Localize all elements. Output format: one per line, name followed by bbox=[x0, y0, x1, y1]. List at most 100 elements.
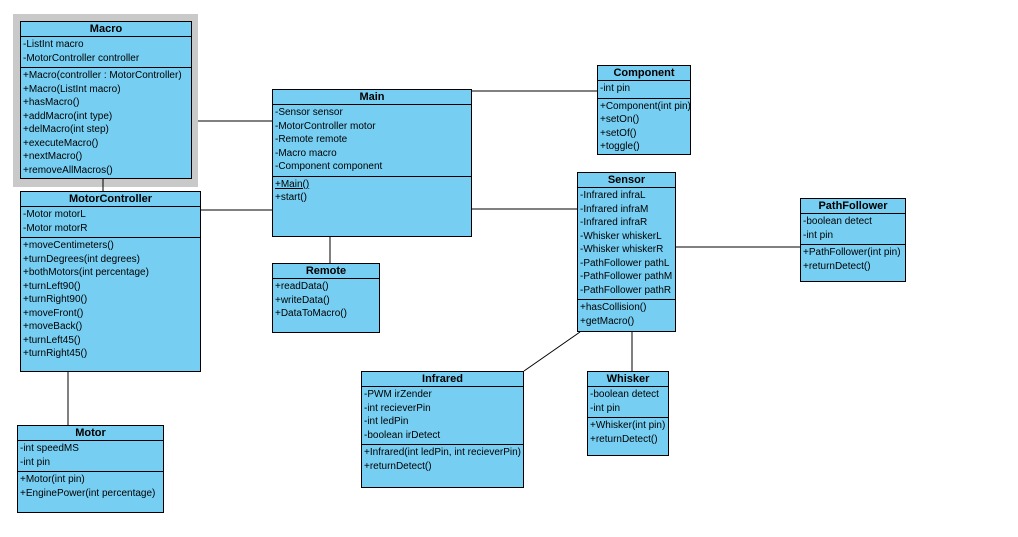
member-row: +Component(int pin) bbox=[600, 100, 691, 112]
member-row: -boolean irDetect bbox=[364, 429, 441, 441]
member-row: -MotorController motor bbox=[275, 120, 376, 132]
member-row: +turnRight45() bbox=[23, 348, 88, 359]
member-row: +turnRight90() bbox=[23, 294, 88, 305]
member-row: -boolean detect bbox=[590, 389, 659, 400]
member-row: +moveCentimeters() bbox=[23, 240, 114, 251]
class-title: Remote bbox=[273, 264, 379, 279]
member-row: +Motor(int pin) bbox=[20, 474, 85, 485]
member-row: +Macro(controller : MotorController) bbox=[23, 70, 182, 81]
member-row: -Sensor sensor bbox=[275, 107, 343, 118]
class-attributes: -Sensor sensor -MotorController motor -Rem… bbox=[273, 105, 471, 177]
class-box-macro[interactable]: Macro -ListInt macro-MotorController con… bbox=[20, 21, 192, 179]
member-row: -Component component bbox=[275, 161, 383, 172]
member-row: -MotorController controller bbox=[23, 52, 140, 64]
class-methods: +Component(int pin)+setOn()+setOf()+togg… bbox=[598, 99, 691, 156]
member-row: +readData() bbox=[275, 281, 329, 292]
member-row: -int pin bbox=[20, 456, 51, 468]
class-box-component[interactable]: Component -int pin +Component(int pin) +s… bbox=[597, 65, 691, 155]
member-row: +getMacro() bbox=[580, 315, 635, 327]
member-row: +Infrared(int ledPin, int recieverPin) bbox=[364, 447, 522, 458]
member-row: -int pin bbox=[803, 229, 834, 241]
class-box-main[interactable]: Main -Sensor sensor -MotorController moto… bbox=[272, 89, 472, 237]
class-title: Component bbox=[598, 66, 690, 81]
member-row: +hasCollision() bbox=[580, 302, 647, 313]
member-row: +DataToMacro() bbox=[275, 308, 347, 319]
class-box-remote[interactable]: Remote +readData() +writeData() +DataToMac… bbox=[272, 263, 380, 333]
member-row: -boolean detect bbox=[803, 216, 872, 227]
class-box-sensor[interactable]: Sensor -Infrared infraL-Infrared infraM-… bbox=[577, 172, 676, 332]
class-title: PathFollower bbox=[801, 199, 905, 214]
member-row: +turnLeft90() bbox=[23, 280, 81, 292]
member-row: -Remote remote bbox=[275, 134, 348, 145]
member-row: +delMacro(int step) bbox=[23, 124, 109, 135]
member-row: -PathFollower pathL bbox=[580, 257, 670, 269]
member-row: +moveFront() bbox=[23, 307, 84, 319]
member-row: -Macro macro bbox=[275, 147, 337, 159]
member-row: -Motor motorL bbox=[23, 209, 86, 220]
class-attributes: -int speedMS -int pin bbox=[18, 441, 163, 472]
class-methods: +Macro(controller : MotorController) +Mac… bbox=[21, 68, 191, 179]
class-title: Whisker bbox=[588, 372, 668, 387]
member-row: -Infrared infraL bbox=[580, 190, 646, 201]
member-row: -int pin bbox=[590, 402, 621, 414]
member-row: +EnginePower(int percentage) bbox=[20, 487, 156, 499]
class-attributes: -Infrared infraL -Infrared infraM -Infrare… bbox=[578, 188, 675, 300]
member-row: +Macro(ListInt macro) bbox=[23, 83, 121, 95]
class-title: Motor bbox=[18, 426, 163, 441]
member-row: +turnLeft45() bbox=[23, 334, 81, 346]
member-row: -ListInt macro bbox=[23, 39, 84, 50]
member-row: +PathFollower(int pin) bbox=[803, 247, 901, 258]
class-attributes: -Motor motorL -Motor motorR bbox=[21, 207, 200, 238]
connector-sensor-infrared[interactable] bbox=[523, 331, 581, 372]
class-box-pathfollower[interactable]: PathFollower -boolean detect -int pin +Pa… bbox=[800, 198, 906, 282]
member-row: -PathFollower pathM bbox=[580, 271, 673, 282]
class-methods: +hasCollision() +getMacro() bbox=[578, 300, 675, 331]
class-attributes: -boolean detect -int pin bbox=[801, 214, 905, 245]
class-box-motorcontroller[interactable]: MotorController -Motor motorL-Motor moto… bbox=[20, 191, 201, 372]
class-box-infrared[interactable]: Infrared -PWM irZender -int recieverPin -i… bbox=[361, 371, 524, 488]
member-row: +turnDegrees(int degrees) bbox=[23, 253, 141, 265]
member-row: +Whisker(int pin) bbox=[590, 420, 666, 431]
member-row: -Whisker whiskerL bbox=[580, 230, 662, 242]
member-row: -Infrared infraR bbox=[580, 217, 648, 228]
class-methods: +PathFollower(int pin) +returnDetect() bbox=[801, 245, 905, 281]
member-row: +bothMotors(int percentage) bbox=[23, 267, 149, 278]
class-attributes: -ListInt macro -MotorController controlle… bbox=[21, 37, 191, 68]
member-row: +returnDetect() bbox=[590, 433, 658, 445]
class-methods: +moveCentimeters() +turnDegrees(int degre… bbox=[21, 238, 200, 371]
class-attributes: -boolean detect -int pin bbox=[588, 387, 668, 418]
class-box-whisker[interactable]: Whisker -boolean detect -int pin +Whisker… bbox=[587, 371, 669, 456]
member-row: +start() bbox=[275, 192, 307, 203]
member-row: +setOn() bbox=[600, 114, 640, 125]
member-row: -PathFollower pathR bbox=[580, 284, 672, 296]
member-row: -int ledPin bbox=[364, 416, 409, 427]
member-row: +hasMacro() bbox=[23, 97, 80, 108]
member-row: +Main() bbox=[275, 178, 310, 190]
member-row: +returnDetect() bbox=[364, 460, 432, 472]
member-row: -Infrared infraM bbox=[580, 203, 649, 215]
class-title: Main bbox=[273, 90, 471, 105]
class-attributes: -int pin bbox=[598, 81, 690, 99]
class-methods: +Infrared(int ledPin, int recieverPin) +r… bbox=[362, 445, 523, 487]
member-row: -PWM irZender bbox=[364, 389, 432, 400]
class-title: Infrared bbox=[362, 372, 523, 387]
class-methods: +Motor(int pin) +EnginePower(int percenta… bbox=[18, 472, 163, 512]
member-row: -int recieverPin bbox=[364, 402, 431, 414]
class-box-motor[interactable]: Motor -int speedMS -int pin +Motor(int pi… bbox=[17, 425, 164, 513]
member-row: -Whisker whiskerR bbox=[580, 244, 664, 255]
member-row: +nextMacro() bbox=[23, 151, 83, 162]
member-row: -Motor motorR bbox=[23, 222, 88, 234]
member-row: +executeMacro() bbox=[23, 137, 99, 149]
class-attributes: -PWM irZender -int recieverPin -int ledPin… bbox=[362, 387, 523, 445]
member-row: +addMacro(int type) bbox=[23, 110, 113, 122]
member-row: +writeData() bbox=[275, 294, 330, 306]
member-row: -int speedMS bbox=[20, 443, 79, 454]
member-row: +returnDetect() bbox=[803, 260, 871, 272]
class-methods: +Main() +start() bbox=[273, 177, 471, 237]
class-methods: +Whisker(int pin) +returnDetect() bbox=[588, 418, 668, 455]
class-methods: +readData() +writeData() +DataToMacro() bbox=[273, 279, 379, 332]
member-row: +setOf() bbox=[600, 127, 637, 139]
member-row: +moveBack() bbox=[23, 321, 83, 332]
